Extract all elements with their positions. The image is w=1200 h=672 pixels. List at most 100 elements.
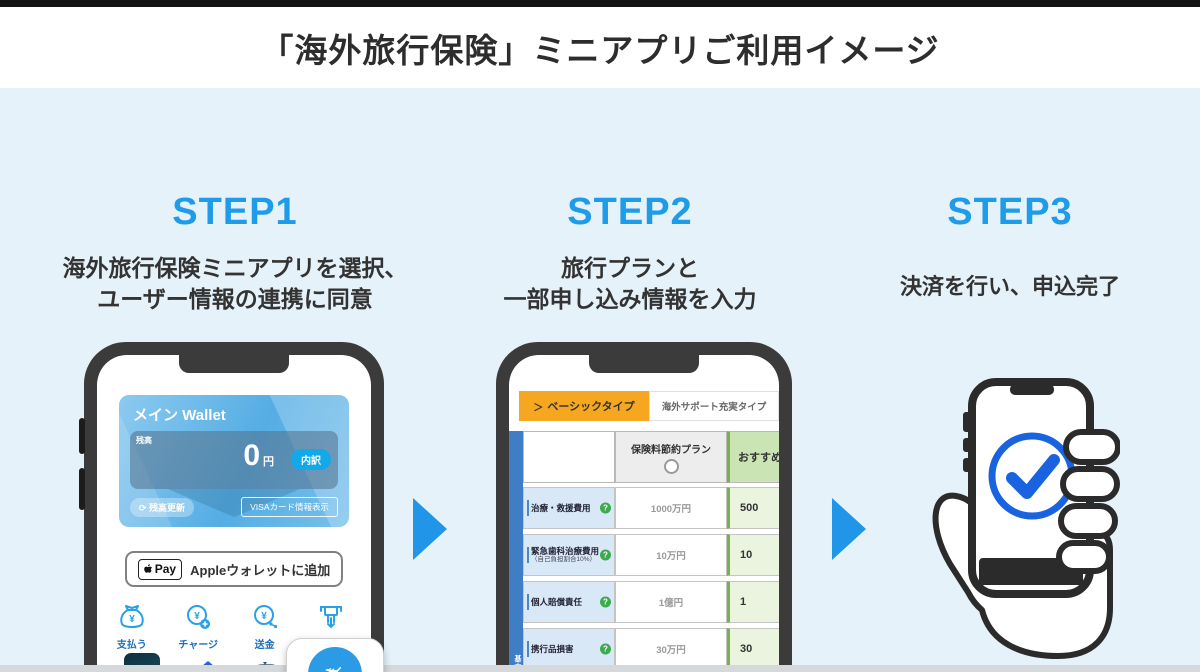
tab-basic-type-label: ベーシックタイプ bbox=[547, 401, 635, 413]
table-row: 緊急歯科治療費用 （自己負担割合10%） ? 10万円 10 bbox=[523, 534, 779, 576]
step2-description-line1: 旅行プランと bbox=[561, 255, 699, 281]
recommended-plan-value: 1 bbox=[727, 581, 779, 623]
tab-overseas-support-label: 海外サポート充実タイプ bbox=[661, 402, 767, 413]
recommended-header-label: おすすめ bbox=[738, 452, 779, 464]
visa-card-info-button[interactable]: VISAカード情報表示 bbox=[241, 497, 338, 517]
saving-plan-value: 1億円 bbox=[615, 581, 727, 623]
saving-plan-value: 1000万円 bbox=[615, 487, 727, 529]
phone2-plan-select: ＞ ベーシックタイプ 海外サポート充実タイプ 基本補償 保険料節約プラン bbox=[496, 342, 792, 672]
balance-amount: 0 bbox=[243, 439, 260, 472]
coverage-name-cell: 治療・救援費用 ? bbox=[523, 487, 615, 529]
phone-side-button bbox=[963, 412, 971, 432]
recommended-column-header: おすすめ bbox=[727, 431, 779, 483]
step1-description-line2: ユーザー情報の連携に同意 bbox=[97, 286, 373, 312]
transfer-action[interactable]: ¥ 送金 bbox=[250, 602, 280, 651]
help-icon[interactable]: ? bbox=[600, 596, 611, 608]
table-row: 治療・救援費用 ? 1000万円 500 bbox=[523, 487, 779, 529]
coverage-name: 個人賠償責任 bbox=[531, 596, 583, 607]
step1-description: 海外旅行保険ミニアプリを選択、 ユーザー情報の連携に同意 bbox=[15, 253, 455, 315]
plan-rows: 治療・救援費用 ? 1000万円 500 緊急歯科治療費用 （自己負担割合10%… bbox=[523, 487, 779, 672]
mini-app-travel-insurance[interactable]: ✈ 海外旅行保険 bbox=[286, 638, 384, 672]
phone-notch bbox=[1010, 384, 1054, 395]
phone-side-button bbox=[79, 418, 85, 454]
saving-plan-radio[interactable] bbox=[663, 458, 679, 474]
refresh-balance-button[interactable]: 残高更新 bbox=[130, 498, 195, 517]
apple-icon bbox=[143, 563, 152, 573]
recommended-plan-value: 10 bbox=[727, 534, 779, 576]
phone1-screen: メイン Wallet 残高 0円 内訳 残高更新 VISAカード情報表示 Pay… bbox=[97, 355, 371, 672]
title-banner: 「海外旅行保険」ミニアプリご利用イメージ bbox=[0, 7, 1200, 88]
svg-text:¥: ¥ bbox=[194, 611, 200, 622]
pay-action[interactable]: ¥ 支払う bbox=[117, 602, 147, 651]
saving-plan-value: 30万円 bbox=[615, 628, 727, 670]
pay-action-label: 支払う bbox=[116, 640, 147, 651]
transfer-action-label: 送金 bbox=[254, 640, 275, 651]
chevron-right-icon: ＞ bbox=[533, 402, 544, 414]
help-icon[interactable]: ? bbox=[600, 549, 611, 561]
charge-icon: ¥ bbox=[187, 605, 211, 629]
breakdown-button[interactable]: 内訳 bbox=[291, 449, 331, 470]
phone1-wallet: メイン Wallet 残高 0円 内訳 残高更新 VISAカード情報表示 Pay… bbox=[79, 342, 384, 672]
phone-notch bbox=[589, 355, 699, 373]
coverage-note: （自己負担割合10%） bbox=[531, 556, 597, 564]
add-to-apple-wallet-button[interactable]: Pay Appleウォレットに追加 bbox=[125, 551, 343, 587]
phone-side-button bbox=[963, 458, 971, 472]
coverage-name-cell: 個人賠償責任 ? bbox=[523, 581, 615, 623]
tab-basic-type[interactable]: ＞ ベーシックタイプ bbox=[519, 391, 649, 421]
page-title: 「海外旅行保険」ミニアプリご利用イメージ bbox=[260, 31, 940, 69]
check-icon bbox=[1006, 454, 1060, 499]
apple-pay-logo: Pay bbox=[137, 558, 183, 580]
balance-unit: 円 bbox=[263, 456, 274, 468]
saving-plan-header-label: 保険料節約プラン bbox=[631, 444, 711, 456]
finger bbox=[1063, 429, 1120, 465]
help-icon[interactable]: ? bbox=[600, 502, 611, 514]
tab-overseas-support-type[interactable]: 海外サポート充実タイプ bbox=[649, 391, 779, 421]
step3-heading: STEP3 bbox=[947, 191, 1073, 233]
wallet-card: メイン Wallet 残高 0円 内訳 残高更新 VISAカード情報表示 bbox=[119, 395, 349, 527]
coverage-name: 携行品損害 bbox=[531, 643, 574, 654]
step1-heading: STEP1 bbox=[172, 191, 298, 233]
top-black-bar bbox=[0, 0, 1200, 7]
help-icon[interactable]: ? bbox=[600, 643, 611, 655]
success-check-circle bbox=[988, 432, 1076, 520]
finger bbox=[1060, 466, 1120, 502]
step2-description: 旅行プランと 一部申し込み情報を入力 bbox=[460, 253, 800, 315]
charge-action[interactable]: ¥ チャージ bbox=[178, 602, 218, 651]
svg-text:¥: ¥ bbox=[129, 614, 135, 625]
svg-text:¥: ¥ bbox=[261, 611, 267, 622]
steps-panel: STEP1 海外旅行保険ミニアプリを選択、 ユーザー情報の連携に同意 STEP2… bbox=[0, 88, 1200, 672]
coverage-name-cell: 携行品損害 ? bbox=[523, 628, 615, 670]
apple-pay-text: Pay bbox=[154, 562, 177, 576]
airplane-icon: ✈ bbox=[316, 655, 353, 672]
table-corner-cell bbox=[523, 431, 615, 483]
wallet-card-title: メイン Wallet bbox=[133, 407, 226, 424]
step1-description-line1: 海外旅行保険ミニアプリを選択、 bbox=[62, 255, 408, 281]
phone3-bottom-bar bbox=[979, 558, 1083, 585]
phone2-screen: ＞ ベーシックタイプ 海外サポート充実タイプ 基本補償 保険料節約プラン bbox=[509, 355, 779, 672]
withdraw-atm-icon bbox=[320, 606, 343, 629]
step2-description-line2: 一部申し込み情報を入力 bbox=[503, 286, 757, 312]
phone-notch bbox=[179, 355, 289, 373]
table-row: 個人賠償責任 ? 1億円 1 bbox=[523, 581, 779, 623]
flow-arrow-icon bbox=[832, 498, 866, 560]
finger bbox=[1058, 503, 1118, 539]
coverage-name: 治療・救援費用 bbox=[531, 502, 591, 513]
recommended-plan-value: 500 bbox=[727, 487, 779, 529]
plan-type-tabs: ＞ ベーシックタイプ 海外サポート充実タイプ bbox=[509, 391, 779, 421]
phone-side-button bbox=[79, 468, 85, 510]
phone-side-button bbox=[963, 438, 971, 452]
pay-pouch-icon: ¥ bbox=[120, 605, 144, 628]
hand-holding-phone-illustration bbox=[932, 378, 1120, 659]
coverage-name-cell: 緊急歯科治療費用 （自己負担割合10%） ? bbox=[523, 534, 615, 576]
saving-plan-column-header: 保険料節約プラン bbox=[615, 431, 727, 483]
step2-heading: STEP2 bbox=[567, 191, 693, 233]
apple-wallet-label: Appleウォレットに追加 bbox=[190, 562, 331, 578]
table-row: 携行品損害 ? 30万円 30 bbox=[523, 628, 779, 670]
flow-arrow-icon bbox=[413, 498, 447, 560]
recommended-plan-value: 30 bbox=[727, 628, 779, 670]
travel-insurance-icon-circle: ✈ bbox=[308, 647, 362, 672]
plan-comparison-table: 基本補償 保険料節約プラン おすすめ 治療・救援費用 bbox=[509, 431, 779, 672]
